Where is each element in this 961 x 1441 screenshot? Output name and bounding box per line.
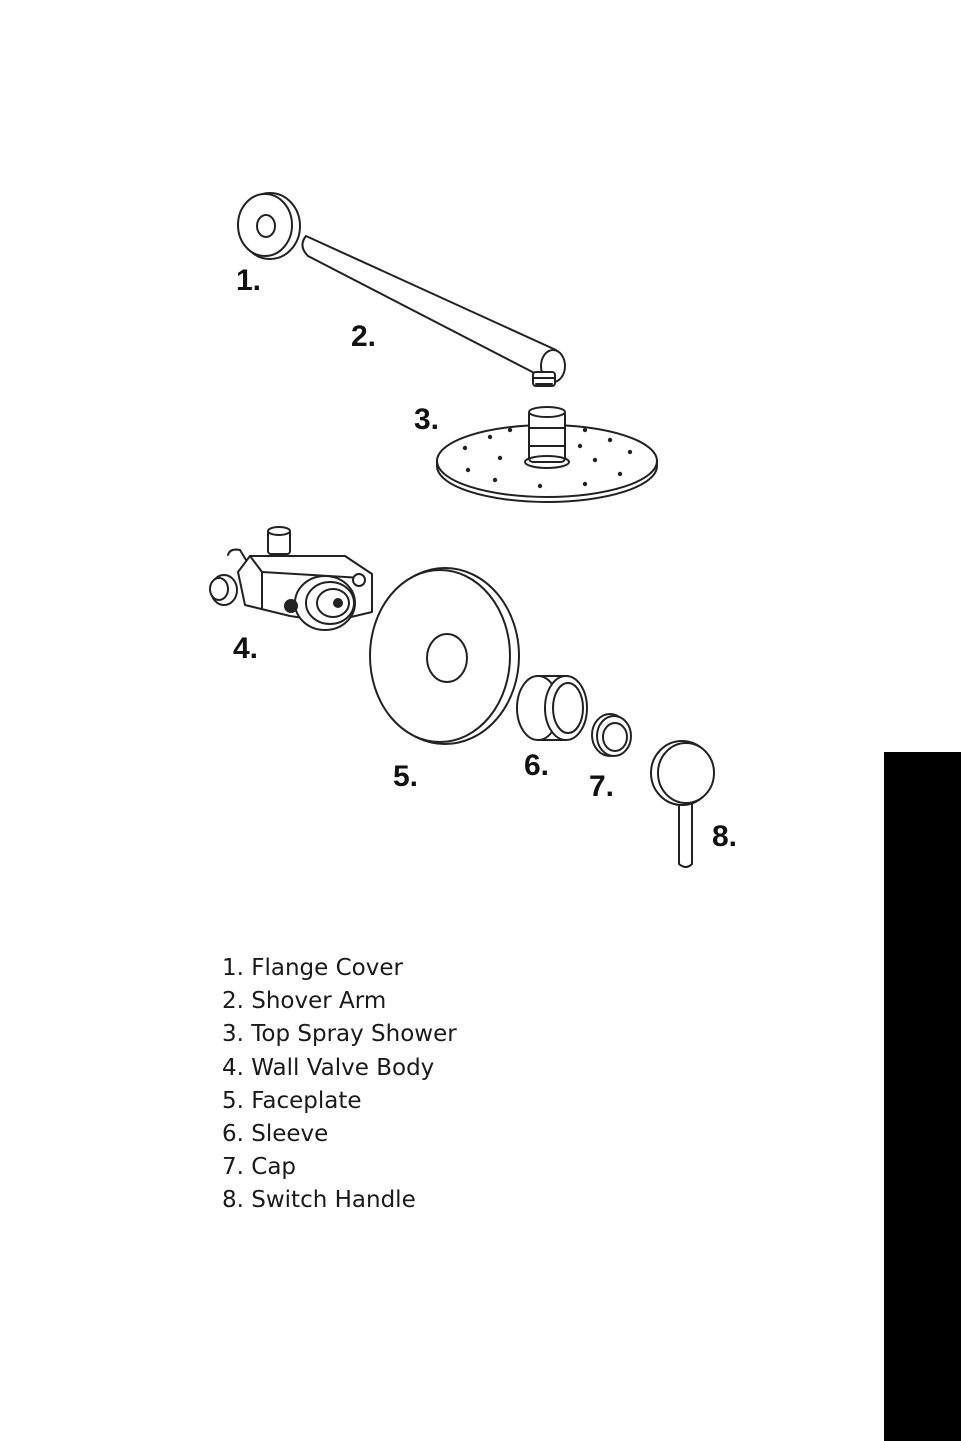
callout-7-label: 7. xyxy=(589,772,614,802)
callout-1-label: 1. xyxy=(236,266,261,296)
parts-legend: 1. Flange Cover 2. Shover Arm 3. Top Spr… xyxy=(222,952,457,1218)
legend-item-sleeve: 6. Sleeve xyxy=(222,1118,457,1151)
wall-valve-body-illustration xyxy=(210,527,372,630)
top-spray-shower-illustration xyxy=(437,407,657,502)
callout-3-label: 3. xyxy=(414,405,439,435)
callout-6-label: 6. xyxy=(524,751,549,781)
cap-illustration xyxy=(592,714,631,756)
legend-item-faceplate: 5. Faceplate xyxy=(222,1085,457,1118)
legend-item-top-spray-shower: 3. Top Spray Shower xyxy=(222,1018,457,1051)
switch-handle-illustration xyxy=(651,741,714,867)
faceplate-illustration xyxy=(370,568,519,744)
sleeve-illustration xyxy=(517,676,587,740)
callout-2-label: 2. xyxy=(351,322,376,352)
callout-5-label: 5. xyxy=(393,762,418,792)
legend-item-switch-handle: 8. Switch Handle xyxy=(222,1184,457,1217)
legend-item-shower-arm: 2. Shover Arm xyxy=(222,985,457,1018)
legend-item-wall-valve-body: 4. Wall Valve Body xyxy=(222,1052,457,1085)
exploded-view-diagram xyxy=(0,0,961,900)
shower-arm-illustration xyxy=(302,236,565,386)
section-edge-tab xyxy=(884,752,961,1441)
callout-4-label: 4. xyxy=(233,634,258,664)
callout-8-label: 8. xyxy=(712,822,737,852)
legend-item-cap: 7. Cap xyxy=(222,1151,457,1184)
flange-cover-illustration xyxy=(238,193,300,259)
legend-item-flange-cover: 1. Flange Cover xyxy=(222,952,457,985)
